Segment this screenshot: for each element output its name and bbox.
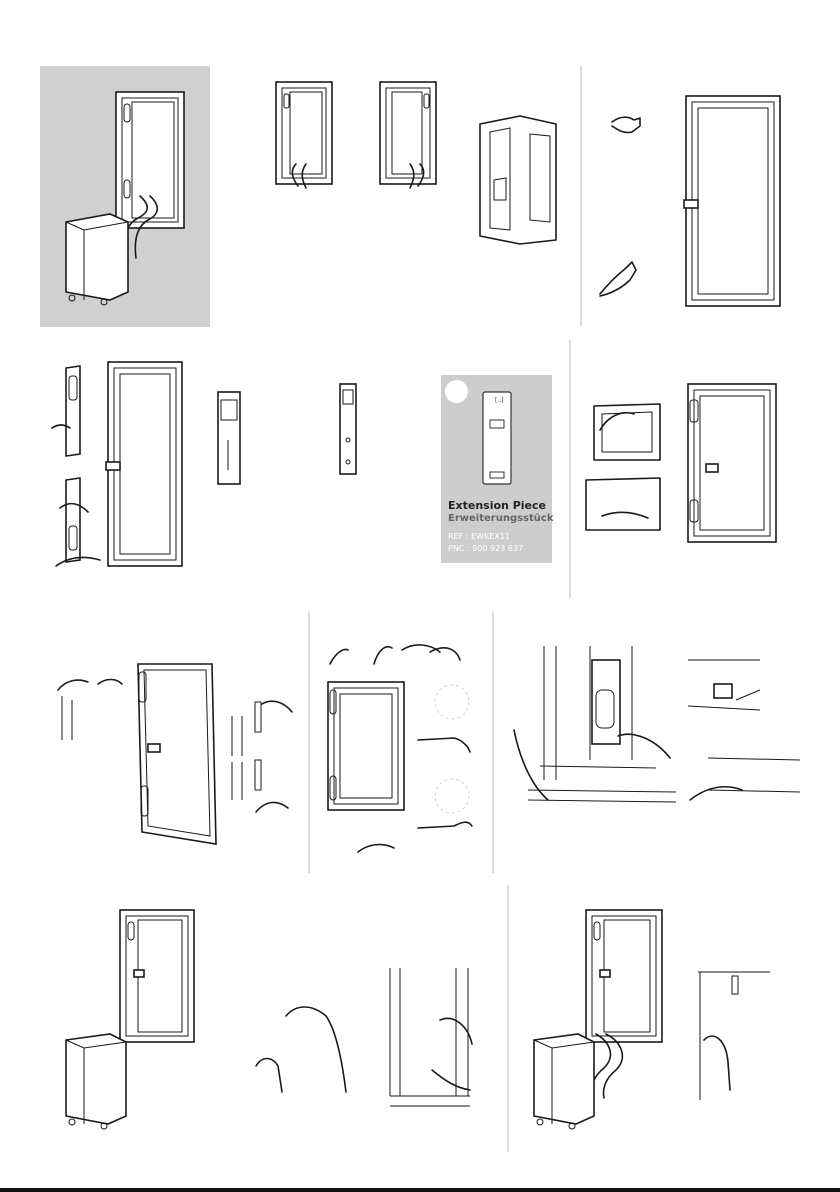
figure-installed-unit bbox=[40, 66, 210, 327]
step-number-circle bbox=[445, 380, 468, 403]
bracket-label: [..] bbox=[495, 397, 504, 404]
footer-rule bbox=[0, 1188, 840, 1192]
extension-piece-icon bbox=[479, 390, 515, 486]
extension-piece-title: Extension Piece bbox=[448, 499, 546, 512]
figure-kit-parts bbox=[52, 362, 356, 566]
figure-hands-window bbox=[600, 96, 780, 306]
figure-attach-seal-pads bbox=[328, 645, 472, 852]
figure-close-window-unit bbox=[66, 910, 194, 1129]
figure-final-installation bbox=[534, 910, 770, 1129]
figure-fit-kit-to-sash bbox=[586, 384, 776, 542]
figure-secure-hinge-side bbox=[58, 664, 292, 844]
figure-fit-sill-seal bbox=[514, 646, 800, 802]
figure-press-seal bbox=[256, 968, 472, 1106]
extension-piece-ref: REF : EWKEX11 bbox=[448, 532, 510, 541]
extension-piece-pnc: PNC : 900 923 637 bbox=[448, 544, 523, 553]
extension-piece-subtitle: Erweiterungsstück bbox=[448, 513, 553, 524]
figure-window-kit-options bbox=[276, 82, 556, 244]
extension-piece-callout: [..] Extension Piece Erweiterungsstück R… bbox=[441, 375, 552, 563]
